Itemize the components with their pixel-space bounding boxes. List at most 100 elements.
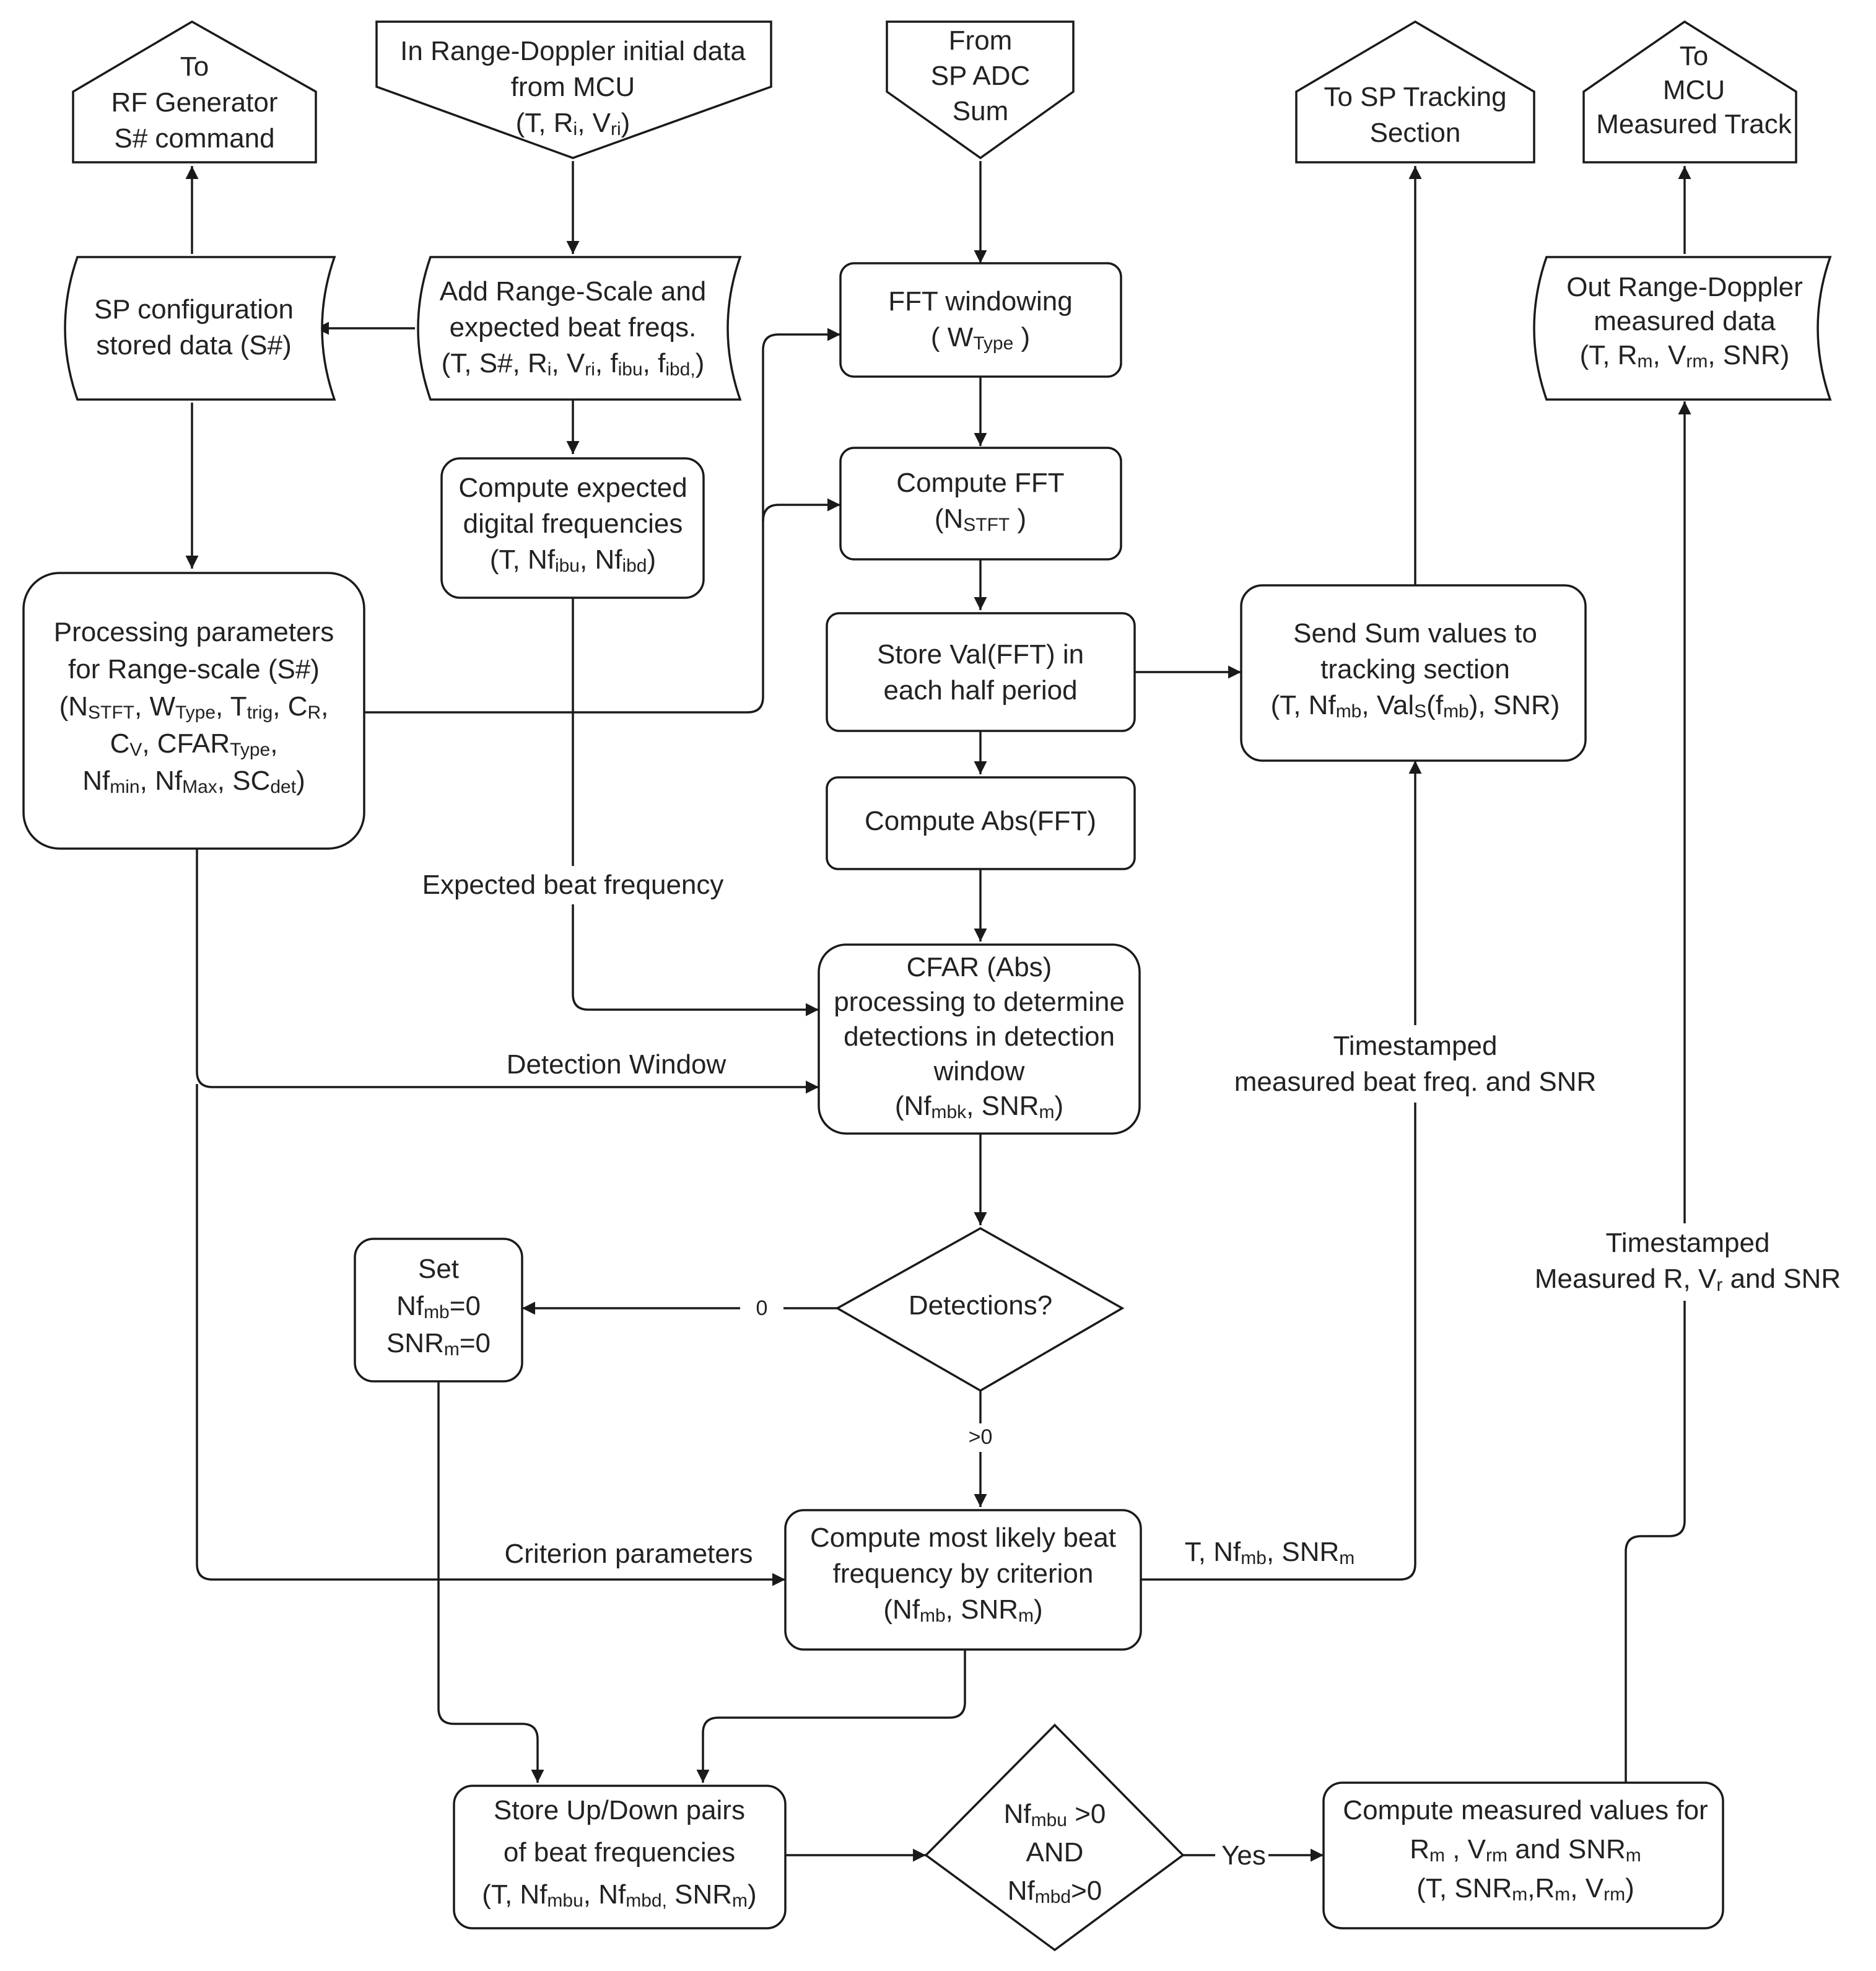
text-detections: Detections?: [909, 1290, 1052, 1321]
text-line: (T, Nfmbu, Nfmbd, SNRm): [482, 1879, 756, 1911]
text-line: CV, CFARType,: [110, 728, 278, 760]
text-line: (T, SNRm,Rm, Vrm): [1416, 1873, 1634, 1905]
text-line: T, Nfmb, SNRm: [1185, 1537, 1355, 1568]
text-line: Compute most likely beat: [810, 1523, 1116, 1553]
edge-criterion-parameters: [196, 1084, 785, 1586]
process-compute-measured-values: [1322, 1781, 1724, 1929]
text-line: Add Range-Scale and: [440, 276, 707, 307]
process-compute-expected-digital: [440, 457, 705, 599]
decision-and: [924, 1723, 1185, 1952]
process-send-sum-values: [1240, 584, 1587, 762]
edge-processing-params-to-fft: [364, 328, 840, 714]
text-compute-fft: Compute FFT (NSTFT ): [896, 468, 1064, 535]
edge-label-layer: Expected beat frequency Detection Window…: [409, 866, 1852, 1871]
text-line: SP ADC: [931, 61, 1031, 91]
text-line: of beat frequencies: [504, 1837, 735, 1868]
text-fft-windowing: FFT windowing( WType ): [888, 286, 1073, 354]
text-line: Send Sum values to: [1293, 618, 1537, 649]
stored-data-sp-configuration: [64, 256, 336, 401]
text-line: To: [180, 51, 209, 82]
text-line: >0: [969, 1425, 993, 1449]
process-compute-fft: [839, 447, 1122, 561]
text-line: Out Range-Doppler: [1566, 272, 1803, 302]
text-line: each half period: [883, 675, 1077, 706]
label-backdrop: [409, 866, 740, 904]
text-line: (Nfmb, SNRm): [883, 1594, 1042, 1626]
text-line: Nfmbd>0: [1008, 1876, 1102, 1907]
text-line: Compute expected: [458, 473, 687, 503]
edge-compute-most-likely-to-send-sum: [1141, 761, 1422, 1581]
label-t-nf-snr: T, Nfmb, SNRm: [1185, 1537, 1355, 1568]
label-backdrop: [959, 1423, 1002, 1452]
text-line: Measured R, Vr and SNR: [1535, 1264, 1841, 1295]
text-line: Compute FFT: [896, 468, 1064, 498]
text-out-range-doppler: Out Range-Doppler measured data (T, Rm, Vr…: [1566, 272, 1803, 372]
label-backdrop: [740, 1295, 783, 1323]
text-line: Timestamped: [1606, 1228, 1770, 1258]
text-line: detections in detection: [844, 1021, 1115, 1052]
text-store-val-fft: Store Val(FFT) in each half period: [877, 639, 1084, 706]
text-line: frequency by criterion: [833, 1558, 1094, 1589]
off-page-to-rf-generator: [72, 20, 317, 164]
text-line: Nfmin, NfMax, SCdet): [82, 766, 305, 797]
text-line: FFT windowing: [888, 286, 1073, 317]
text-line: (Nfmbk, SNRm): [895, 1091, 1063, 1122]
label-backdrop: [1223, 1025, 1607, 1103]
edge-set-zero-to-store-up-down: [437, 1381, 544, 1783]
text-compute-most-likely: Compute most likely beat frequency by cri…: [810, 1523, 1116, 1626]
label-backdrop: [1215, 1841, 1268, 1869]
off-page-to-mcu-track: [1582, 20, 1797, 164]
text-line: Set: [418, 1254, 459, 1284]
text-line: (NSTFT, WType, Ttrig, CR,: [59, 691, 329, 723]
text-line: for Range-scale (S#): [68, 654, 320, 684]
text-line: S# command: [114, 123, 274, 154]
text-line: Measured Track: [1596, 109, 1792, 139]
text-line: 0: [756, 1296, 768, 1320]
stored-data-add-range-scale: [417, 256, 742, 401]
process-compute-most-likely: [784, 1509, 1142, 1651]
shape-layer: [22, 20, 1832, 1952]
text-line: Processing parameters: [54, 617, 334, 647]
off-page-to-sp-tracking: [1295, 20, 1535, 164]
text-line: Compute Abs(FFT): [865, 806, 1096, 836]
label-yes: Yes: [1221, 1840, 1266, 1871]
text-line: To SP Tracking: [1324, 82, 1506, 112]
edge-expected-beat-frequency: [572, 598, 819, 1016]
text-line: AND: [1026, 1837, 1084, 1868]
text-line: (NSTFT ): [935, 504, 1026, 535]
text-line: Nfmb=0: [396, 1291, 481, 1322]
text-line: Store Val(FFT) in: [877, 639, 1084, 670]
process-processing-parameters: [22, 572, 365, 850]
off-page-from-sp-adc: [886, 20, 1075, 160]
text-line: (T, Rm, Vrm, SNR): [1580, 340, 1790, 372]
text-line: Detection Window: [507, 1049, 726, 1080]
off-page-in-range-doppler: [375, 20, 772, 159]
text-line: In Range-Doppler initial data: [400, 36, 746, 66]
text-line: measured data: [1594, 306, 1776, 336]
text-line: RF Generator: [111, 87, 278, 118]
process-store-val-fft: [826, 612, 1136, 732]
text-line: stored data (S#): [96, 330, 292, 361]
text-line: processing to determine: [834, 987, 1125, 1017]
text-line: Nfmbu >0: [1004, 1799, 1106, 1830]
label-backdrop: [1524, 1223, 1852, 1301]
text-line: (T, Ri, Vri): [516, 108, 630, 139]
text-line: window: [933, 1056, 1025, 1086]
text-line: Detections?: [909, 1290, 1052, 1321]
text-line: Sum: [953, 96, 1008, 126]
text-line: Yes: [1221, 1840, 1266, 1871]
text-line: (T, Nfmb, ValS(fmb), SNR): [1271, 690, 1560, 722]
text-line: Criterion parameters: [504, 1539, 753, 1569]
